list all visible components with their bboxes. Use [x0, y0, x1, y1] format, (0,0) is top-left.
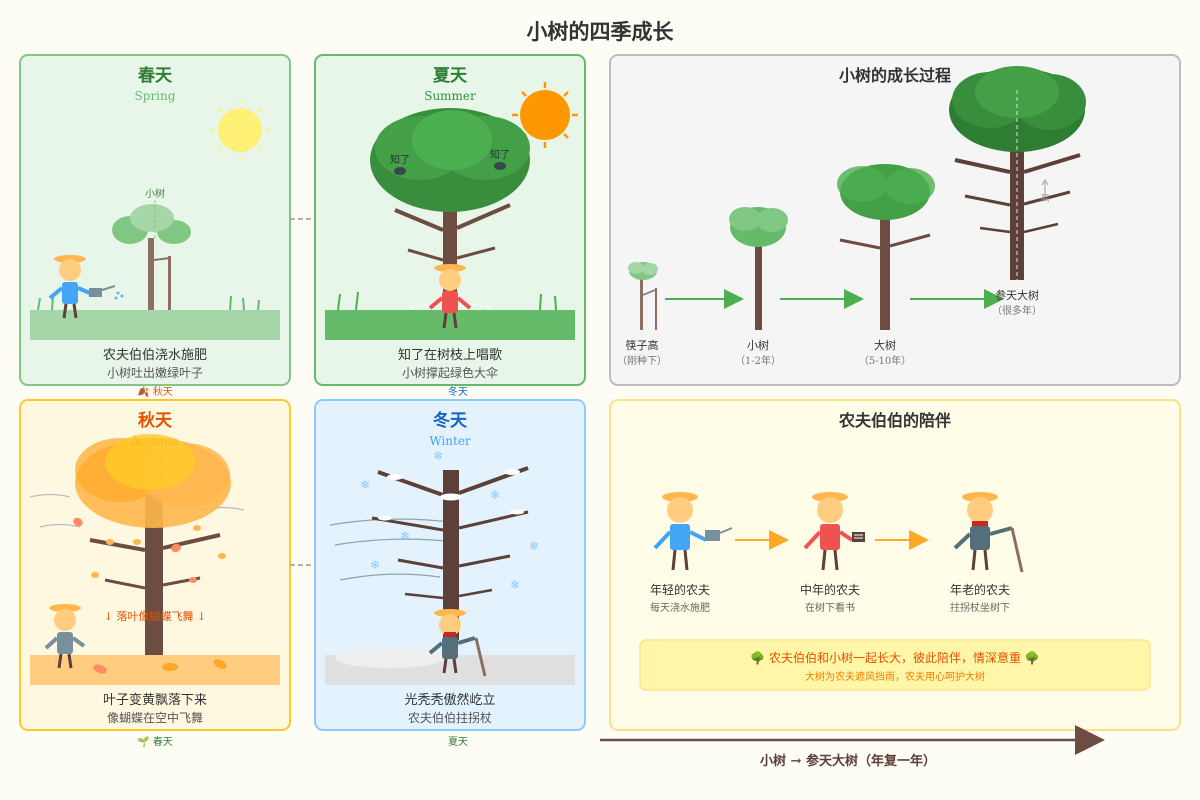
farmer-stage-3-name: 年老的农夫 — [950, 582, 1010, 597]
summer-caption-2: 小树撑起绿色大伞 — [402, 365, 498, 380]
farmer-stage-1-desc: 每天浇水施肥 — [650, 601, 710, 614]
height-mark: 高 — [1040, 192, 1049, 204]
autumn-subtitle: Autumn — [130, 434, 179, 448]
farmer-stage-2-name: 中年的农夫 — [800, 582, 860, 597]
spring-next-label: 🍂 秋天 — [137, 385, 173, 398]
winter-tree-icon — [371, 466, 529, 640]
growth-stage-1-time: （刚种下） — [617, 354, 667, 367]
farmer-stage-1-name: 年轻的农夫 — [650, 582, 710, 597]
sapling-icon — [628, 262, 658, 330]
spring-panel: 春天 Spring 小树 — [19, 54, 291, 386]
autumn-tree-icon — [75, 434, 231, 655]
small-tree-icon — [729, 207, 788, 330]
falling-leaves-note: ↓ 落叶像蝴蝶飞舞 ↓ — [104, 609, 206, 623]
summer-panel: 夏天 Summer — [314, 54, 586, 386]
cicada-label-1: 知了 — [390, 153, 410, 166]
old-farmer-icon — [953, 492, 1024, 573]
svg-text:❄: ❄ — [370, 558, 380, 572]
elderly-farmer-icon — [428, 609, 487, 677]
farmer-note-2: 大树为农夫遮风挡雨，农夫用心呵护大树 — [805, 670, 985, 683]
summer-tree-icon — [370, 108, 530, 310]
summer-title: 夏天 — [433, 66, 468, 86]
cicada-label-2: 知了 — [490, 148, 510, 161]
snowflake-icon: ❄ ❄ ❄ ❄ ❄ ❄ ❄ — [360, 449, 539, 592]
sprout-icon: 🌱 — [137, 736, 149, 748]
farmer-autumn-icon — [44, 604, 86, 669]
cicada-icon — [394, 162, 506, 175]
svg-text:❄: ❄ — [490, 488, 500, 502]
spring-caption-2: 小树吐出嫩绿叶子 — [107, 365, 203, 380]
growth-panel: 小树的成长过程 筷子高 （刚种下） 小树 （1-2年） — [609, 54, 1181, 386]
svg-text:❄: ❄ — [400, 529, 410, 543]
autumn-caption-2: 像蝴蝶在空中飞舞 — [107, 710, 203, 725]
growth-stage-4-name: 参天大树 — [995, 288, 1039, 302]
sun-icon — [210, 100, 270, 160]
autumn-panel: 秋天 Autumn ↓ 落叶像蝴蝶飞舞 ↓ 叶子变黄飘落 — [19, 399, 291, 731]
farmer-title: 农夫伯伯的陪伴 — [838, 411, 951, 430]
towering-tree-icon — [949, 66, 1086, 280]
spring-tree-label: 小树 — [145, 187, 165, 200]
farmer-stage-3-desc: 拄拐杖坐树下 — [950, 601, 1010, 614]
growth-title: 小树的成长过程 — [839, 66, 951, 85]
maple-leaf-icon: 🍂 — [137, 385, 149, 398]
height-arrow-icon — [1041, 179, 1049, 196]
autumn-next-label: 🌱 春天 — [137, 736, 173, 748]
growth-stage-2-time: （1-2年） — [735, 354, 781, 367]
autumn-caption-1: 叶子变黄飘落下来 — [103, 692, 207, 708]
winter-next-label: 夏天 — [448, 736, 468, 748]
svg-text:❄: ❄ — [433, 449, 443, 463]
young-farmer-icon — [653, 492, 733, 571]
winter-subtitle: Winter — [429, 434, 471, 448]
growth-stage-1-name: 筷子高 — [626, 338, 659, 352]
summer-caption-1: 知了在树枝上唱歌 — [398, 347, 502, 363]
farmer-stage-2-desc: 在树下看书 — [805, 601, 855, 614]
winter-caption-1: 光秃秃傲然屹立 — [404, 692, 495, 708]
farmer-resting-icon — [428, 264, 472, 329]
spring-title: 春天 — [138, 65, 173, 86]
spring-tree-icon — [112, 200, 191, 310]
autumn-title: 秋天 — [138, 410, 173, 431]
spring-subtitle: Spring — [135, 89, 176, 103]
svg-text:❄: ❄ — [510, 578, 520, 592]
winter-title: 冬天 — [433, 410, 468, 431]
winter-panel: 冬天 Winter ❄ ❄ ❄ — [314, 399, 586, 731]
spring-caption-1: 农夫伯伯浇水施肥 — [103, 348, 207, 363]
farmer-watering-icon — [48, 255, 124, 319]
summer-next-label: 冬天 — [448, 385, 468, 398]
reading-farmer-icon — [803, 492, 865, 571]
page-title: 小树的四季成长 — [527, 19, 675, 44]
farmer-note-1: 🌳 农夫伯伯和小树一起长大，彼此陪伴，情深意重 🌳 — [750, 650, 1040, 665]
summer-subtitle: Summer — [424, 89, 476, 103]
timeline-label: 小树 → 参天大树（年复一年） — [760, 753, 936, 769]
growth-stage-2-name: 小树 — [747, 338, 769, 352]
winter-caption-2: 农夫伯伯拄拐杖 — [408, 710, 492, 725]
growth-stage-3-time: （5-10年） — [859, 354, 911, 367]
svg-text:❄: ❄ — [529, 539, 539, 553]
farmer-panel: 农夫伯伯的陪伴 年轻的农夫 每天浇水施肥 — [609, 399, 1181, 731]
growth-stage-3-name: 大树 — [874, 338, 896, 352]
growth-stage-4-time: （很多年） — [992, 304, 1042, 317]
svg-text:❄: ❄ — [360, 478, 370, 492]
falling-leaf-icon — [73, 517, 226, 583]
big-tree-icon — [837, 164, 935, 330]
